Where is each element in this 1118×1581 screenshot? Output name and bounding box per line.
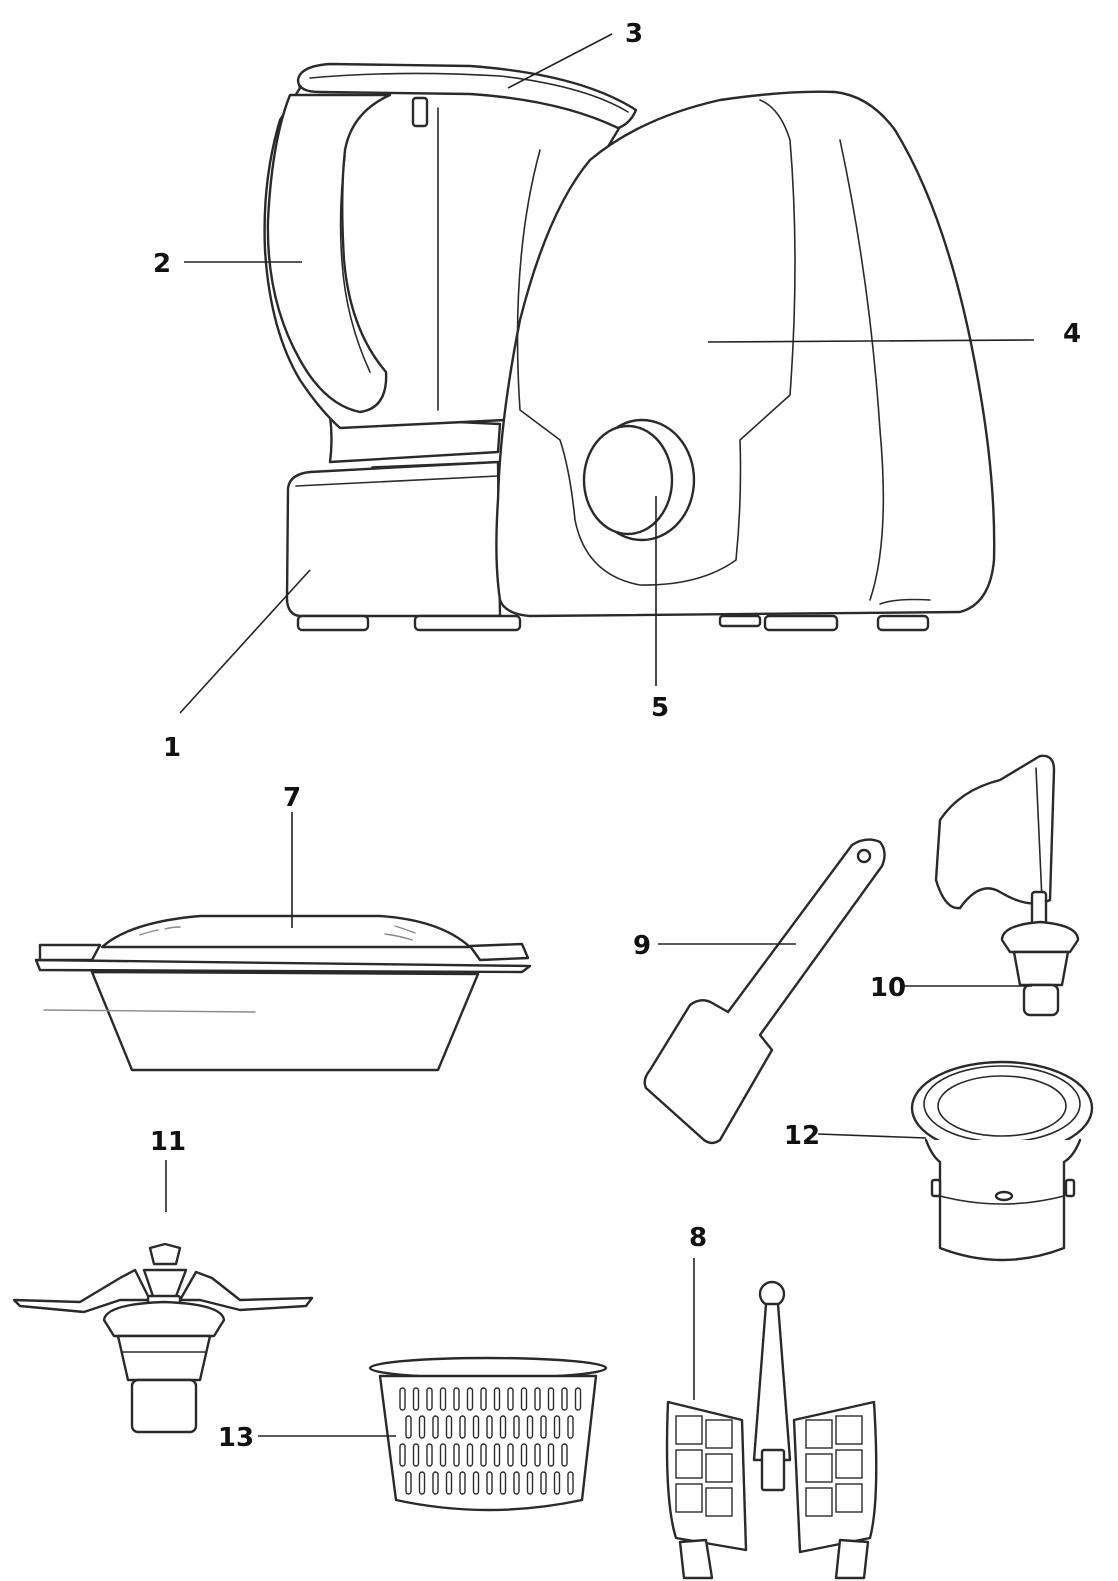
basket-slot bbox=[445, 1471, 453, 1495]
paddle-grid-cell bbox=[675, 1449, 703, 1479]
basket-slot bbox=[405, 1415, 412, 1439]
callout-2: 2 bbox=[153, 249, 171, 279]
basket-slot bbox=[472, 1471, 480, 1495]
callout-7: 7 bbox=[283, 783, 301, 813]
basket-slot bbox=[459, 1471, 466, 1495]
basket-slot bbox=[439, 1387, 447, 1411]
basket-slot bbox=[480, 1387, 487, 1411]
mixing-bowl-jug bbox=[263, 68, 632, 468]
basket-slot bbox=[520, 1387, 528, 1411]
paddle-grid-cell bbox=[705, 1487, 733, 1517]
basket-slot bbox=[486, 1471, 493, 1495]
measuring-cup bbox=[910, 1060, 1094, 1262]
callout-5: 5 bbox=[651, 693, 669, 723]
callout-13: 13 bbox=[218, 1423, 254, 1453]
basket-slot bbox=[526, 1415, 534, 1439]
basket-slot bbox=[499, 1415, 507, 1439]
basket-slot bbox=[567, 1415, 574, 1439]
leader-lines bbox=[165, 33, 1035, 1437]
basket-slot bbox=[493, 1387, 501, 1411]
paddle-grid-cell bbox=[705, 1453, 733, 1483]
basket-slot bbox=[432, 1471, 439, 1495]
basket-slot bbox=[540, 1471, 547, 1495]
steam-tray bbox=[34, 914, 532, 1072]
callout-1: 1 bbox=[163, 733, 181, 763]
basket-slot bbox=[453, 1387, 460, 1411]
basket-slot bbox=[499, 1471, 507, 1495]
food-processor-main-unit bbox=[263, 62, 996, 632]
paddle-grid-cell bbox=[835, 1449, 863, 1479]
paddle-grid-cell bbox=[805, 1419, 833, 1449]
basket-slot bbox=[561, 1443, 568, 1467]
basket-slot bbox=[574, 1387, 582, 1411]
basket-slot bbox=[547, 1443, 555, 1467]
paddle-grid-cell bbox=[675, 1483, 703, 1513]
paddle-grid-cell bbox=[705, 1419, 733, 1449]
basket-slot bbox=[453, 1443, 460, 1467]
basket-slot bbox=[480, 1443, 487, 1467]
basket-slot bbox=[553, 1415, 561, 1439]
basket-slot bbox=[466, 1443, 474, 1467]
basket-slot bbox=[405, 1471, 412, 1495]
basket-slot bbox=[507, 1443, 514, 1467]
basket-slot bbox=[553, 1471, 561, 1495]
basket-slot bbox=[561, 1387, 568, 1411]
paddle-grid-cell bbox=[805, 1453, 833, 1483]
basket-slot bbox=[513, 1415, 520, 1439]
basket-slot bbox=[426, 1387, 433, 1411]
paddle-grid-cell bbox=[805, 1487, 833, 1517]
callout-9: 9 bbox=[633, 931, 651, 961]
basket-slot bbox=[507, 1387, 514, 1411]
callout-10: 10 bbox=[870, 973, 906, 1003]
blade-assembly bbox=[12, 1242, 314, 1434]
basket-slot bbox=[567, 1471, 574, 1495]
callout-8: 8 bbox=[689, 1223, 707, 1253]
basket-slot bbox=[513, 1471, 520, 1495]
spatula bbox=[643, 838, 886, 1145]
basket-slot bbox=[439, 1443, 447, 1467]
basket-slot bbox=[418, 1415, 426, 1439]
basket-slot bbox=[547, 1387, 555, 1411]
simmering-basket bbox=[368, 1356, 608, 1512]
basket-slot bbox=[399, 1387, 406, 1411]
paddle-grid-cell bbox=[835, 1483, 863, 1513]
basket-slot bbox=[399, 1443, 406, 1467]
paddle-grid-cell bbox=[835, 1415, 863, 1445]
basket-slot bbox=[426, 1443, 433, 1467]
callout-labels: 1 2 3 4 5 7 8 9 10 11 12 13 bbox=[150, 19, 1081, 1453]
callout-12: 12 bbox=[784, 1121, 820, 1151]
motor-housing bbox=[495, 90, 996, 618]
basket-slot bbox=[412, 1387, 420, 1411]
basket-slot bbox=[540, 1415, 547, 1439]
control-knob bbox=[582, 418, 696, 542]
basket-slot bbox=[459, 1415, 466, 1439]
basket-slot bbox=[412, 1443, 420, 1467]
basket-slot bbox=[520, 1443, 528, 1467]
basket-slot bbox=[534, 1387, 541, 1411]
basket-slot bbox=[486, 1415, 493, 1439]
callout-11: 11 bbox=[150, 1127, 186, 1157]
basket-slot bbox=[445, 1415, 453, 1439]
base-unit bbox=[285, 460, 930, 632]
basket-slot bbox=[472, 1415, 480, 1439]
mixing-paddle bbox=[665, 1280, 878, 1580]
paddle-grid-cell bbox=[675, 1415, 703, 1445]
basket-slot bbox=[526, 1471, 534, 1495]
lid bbox=[296, 62, 638, 130]
paddle-grid bbox=[675, 1415, 863, 1517]
callout-4: 4 bbox=[1063, 319, 1081, 349]
basket-slot-grid bbox=[399, 1387, 582, 1495]
basket-slot bbox=[432, 1415, 439, 1439]
blade-cover-cap bbox=[934, 754, 1080, 1017]
basket-slot bbox=[493, 1443, 501, 1467]
basket-slot bbox=[534, 1443, 541, 1467]
basket-slot bbox=[466, 1387, 474, 1411]
basket-slot bbox=[418, 1471, 426, 1495]
callout-3: 3 bbox=[625, 19, 643, 49]
